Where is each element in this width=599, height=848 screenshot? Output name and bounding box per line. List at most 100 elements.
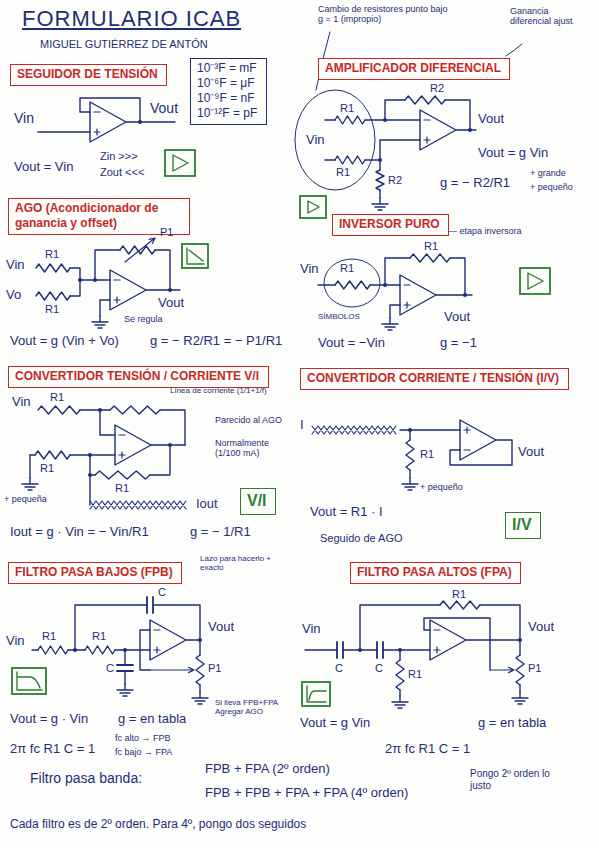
annotation-text: Vout — [478, 112, 504, 127]
annotation-text: Vout = g (Vin + Vo) — [10, 334, 119, 349]
annotation-text: Vout = −Vin — [318, 336, 385, 351]
node-text: FILTRO PASA ALTOS (FPA) — [357, 565, 514, 580]
annotation-text: Zout <<< — [100, 166, 144, 179]
annotation-text: Vout = Vin — [14, 160, 73, 175]
annotation-text: g = − R2/R1 — [440, 176, 510, 191]
section-heading: INVERSOR PURO — [332, 214, 449, 236]
plus-sign — [114, 297, 120, 303]
resistor-symbol — [38, 406, 80, 414]
annotation-text: g = en tabla — [478, 716, 546, 731]
wire — [199, 685, 200, 692]
annotation-text: Línea de corriente (1/1+1/f) — [170, 386, 267, 395]
leader-line — [506, 44, 522, 56]
wire — [445, 100, 470, 130]
annotation-text: Cada filtro es de 2º orden. Para 4º, pon… — [10, 818, 306, 832]
annotation-text: + pequeño — [420, 482, 463, 492]
junction-dot — [78, 278, 82, 282]
annotation-text: Cambio de resistores punto bajo g = 1 (i… — [318, 4, 453, 25]
wire — [30, 454, 35, 455]
wire — [519, 640, 520, 655]
plus-sign — [424, 137, 430, 143]
annotation-text: R1 — [408, 668, 422, 681]
annotation-text: Iout = g · Vin = − Vin/R1 — [10, 525, 149, 540]
wire — [480, 605, 520, 640]
minus-sign — [114, 279, 120, 280]
annotation-text: Iout — [196, 497, 218, 512]
annotation-text: C — [335, 662, 343, 675]
capacitor-symbol — [377, 642, 383, 658]
resistor-symbol — [410, 254, 450, 262]
annotation-text: R1 — [42, 630, 56, 643]
opamp-symbol — [90, 102, 126, 142]
arrow-line — [150, 667, 194, 672]
minus-sign — [434, 629, 440, 630]
annotation-text: R1 — [50, 391, 64, 404]
opamp-symbol — [420, 110, 456, 150]
annotation-text: Vin — [12, 395, 31, 410]
annotation-text: — etapa inversora — [448, 226, 522, 236]
wire — [80, 98, 140, 122]
symbol-box — [302, 682, 330, 706]
node-text: I/V — [512, 515, 534, 535]
annotation-text: Vout — [518, 445, 544, 460]
junction-dot — [138, 120, 142, 124]
wire — [409, 470, 410, 478]
annotation-text: R2 — [388, 174, 402, 187]
resistor-symbol — [335, 116, 365, 124]
wire — [450, 440, 512, 465]
opamp-symbol — [460, 420, 496, 460]
opamp-symbol — [115, 425, 151, 465]
plus-sign — [404, 302, 410, 308]
resistor-symbol — [95, 471, 150, 479]
node-text: FILTRO PASA BAJOS (FPB) — [15, 565, 175, 580]
node-text: CONVERTIDOR TENSIÓN / CORRIENTE V/I — [15, 369, 262, 384]
annotation-text: Vout — [528, 620, 554, 635]
wire — [383, 649, 430, 650]
wire — [360, 605, 440, 650]
wire — [385, 100, 405, 120]
junction-dot — [168, 443, 172, 447]
annotation-text: 2π fc R1 C = 1 — [10, 742, 95, 757]
junction-dot — [463, 293, 467, 297]
annotation-text: R1 — [45, 303, 59, 316]
ground-symbol — [372, 198, 388, 210]
annotation-text: fc alto → FPB — [115, 733, 171, 743]
minus-sign — [154, 629, 160, 630]
current-line — [90, 501, 186, 509]
resistor-symbol — [196, 655, 204, 685]
capacitor-symbol — [337, 642, 343, 658]
wire — [70, 268, 80, 296]
opamp-symbol — [400, 275, 436, 315]
section-heading: FILTRO PASA ALTOS (FPA) — [350, 562, 521, 584]
annotation-text: g = en tabla — [118, 712, 186, 727]
symbol-box — [520, 268, 550, 294]
annotation-text: g = −1 — [440, 336, 477, 351]
annotation-text: R1 — [340, 102, 354, 115]
wire — [385, 258, 410, 285]
page-title: FORMULARIO ICAB — [22, 6, 241, 32]
annotation-text: R2 — [430, 82, 444, 95]
minus-sign — [424, 119, 430, 120]
wire — [126, 121, 175, 122]
annotation-text: P1 — [528, 662, 541, 675]
resistor-symbol — [396, 660, 404, 690]
opamp-symbol — [430, 620, 466, 660]
wire — [305, 649, 337, 650]
symbol-box — [12, 668, 46, 694]
resistor-symbol — [36, 292, 70, 300]
annotation-text: Vo — [6, 288, 21, 303]
annotation-text: R1 — [452, 588, 466, 601]
opamp-symbol — [150, 620, 186, 660]
annotation-text: + pequeño — [530, 182, 573, 192]
wire — [199, 640, 200, 655]
wire — [390, 305, 400, 318]
annotation-text: Vin — [6, 634, 25, 649]
junction-dot — [93, 278, 97, 282]
node-text: CONVERTIDOR CORRIENTE / TENSIÓN (I/V) — [307, 371, 562, 386]
plus-sign — [94, 129, 100, 135]
wire — [75, 605, 147, 650]
wire — [140, 630, 150, 670]
ground-symbol — [402, 478, 418, 490]
annotation-text: Lazo para hacerlo + exacto — [200, 554, 278, 572]
